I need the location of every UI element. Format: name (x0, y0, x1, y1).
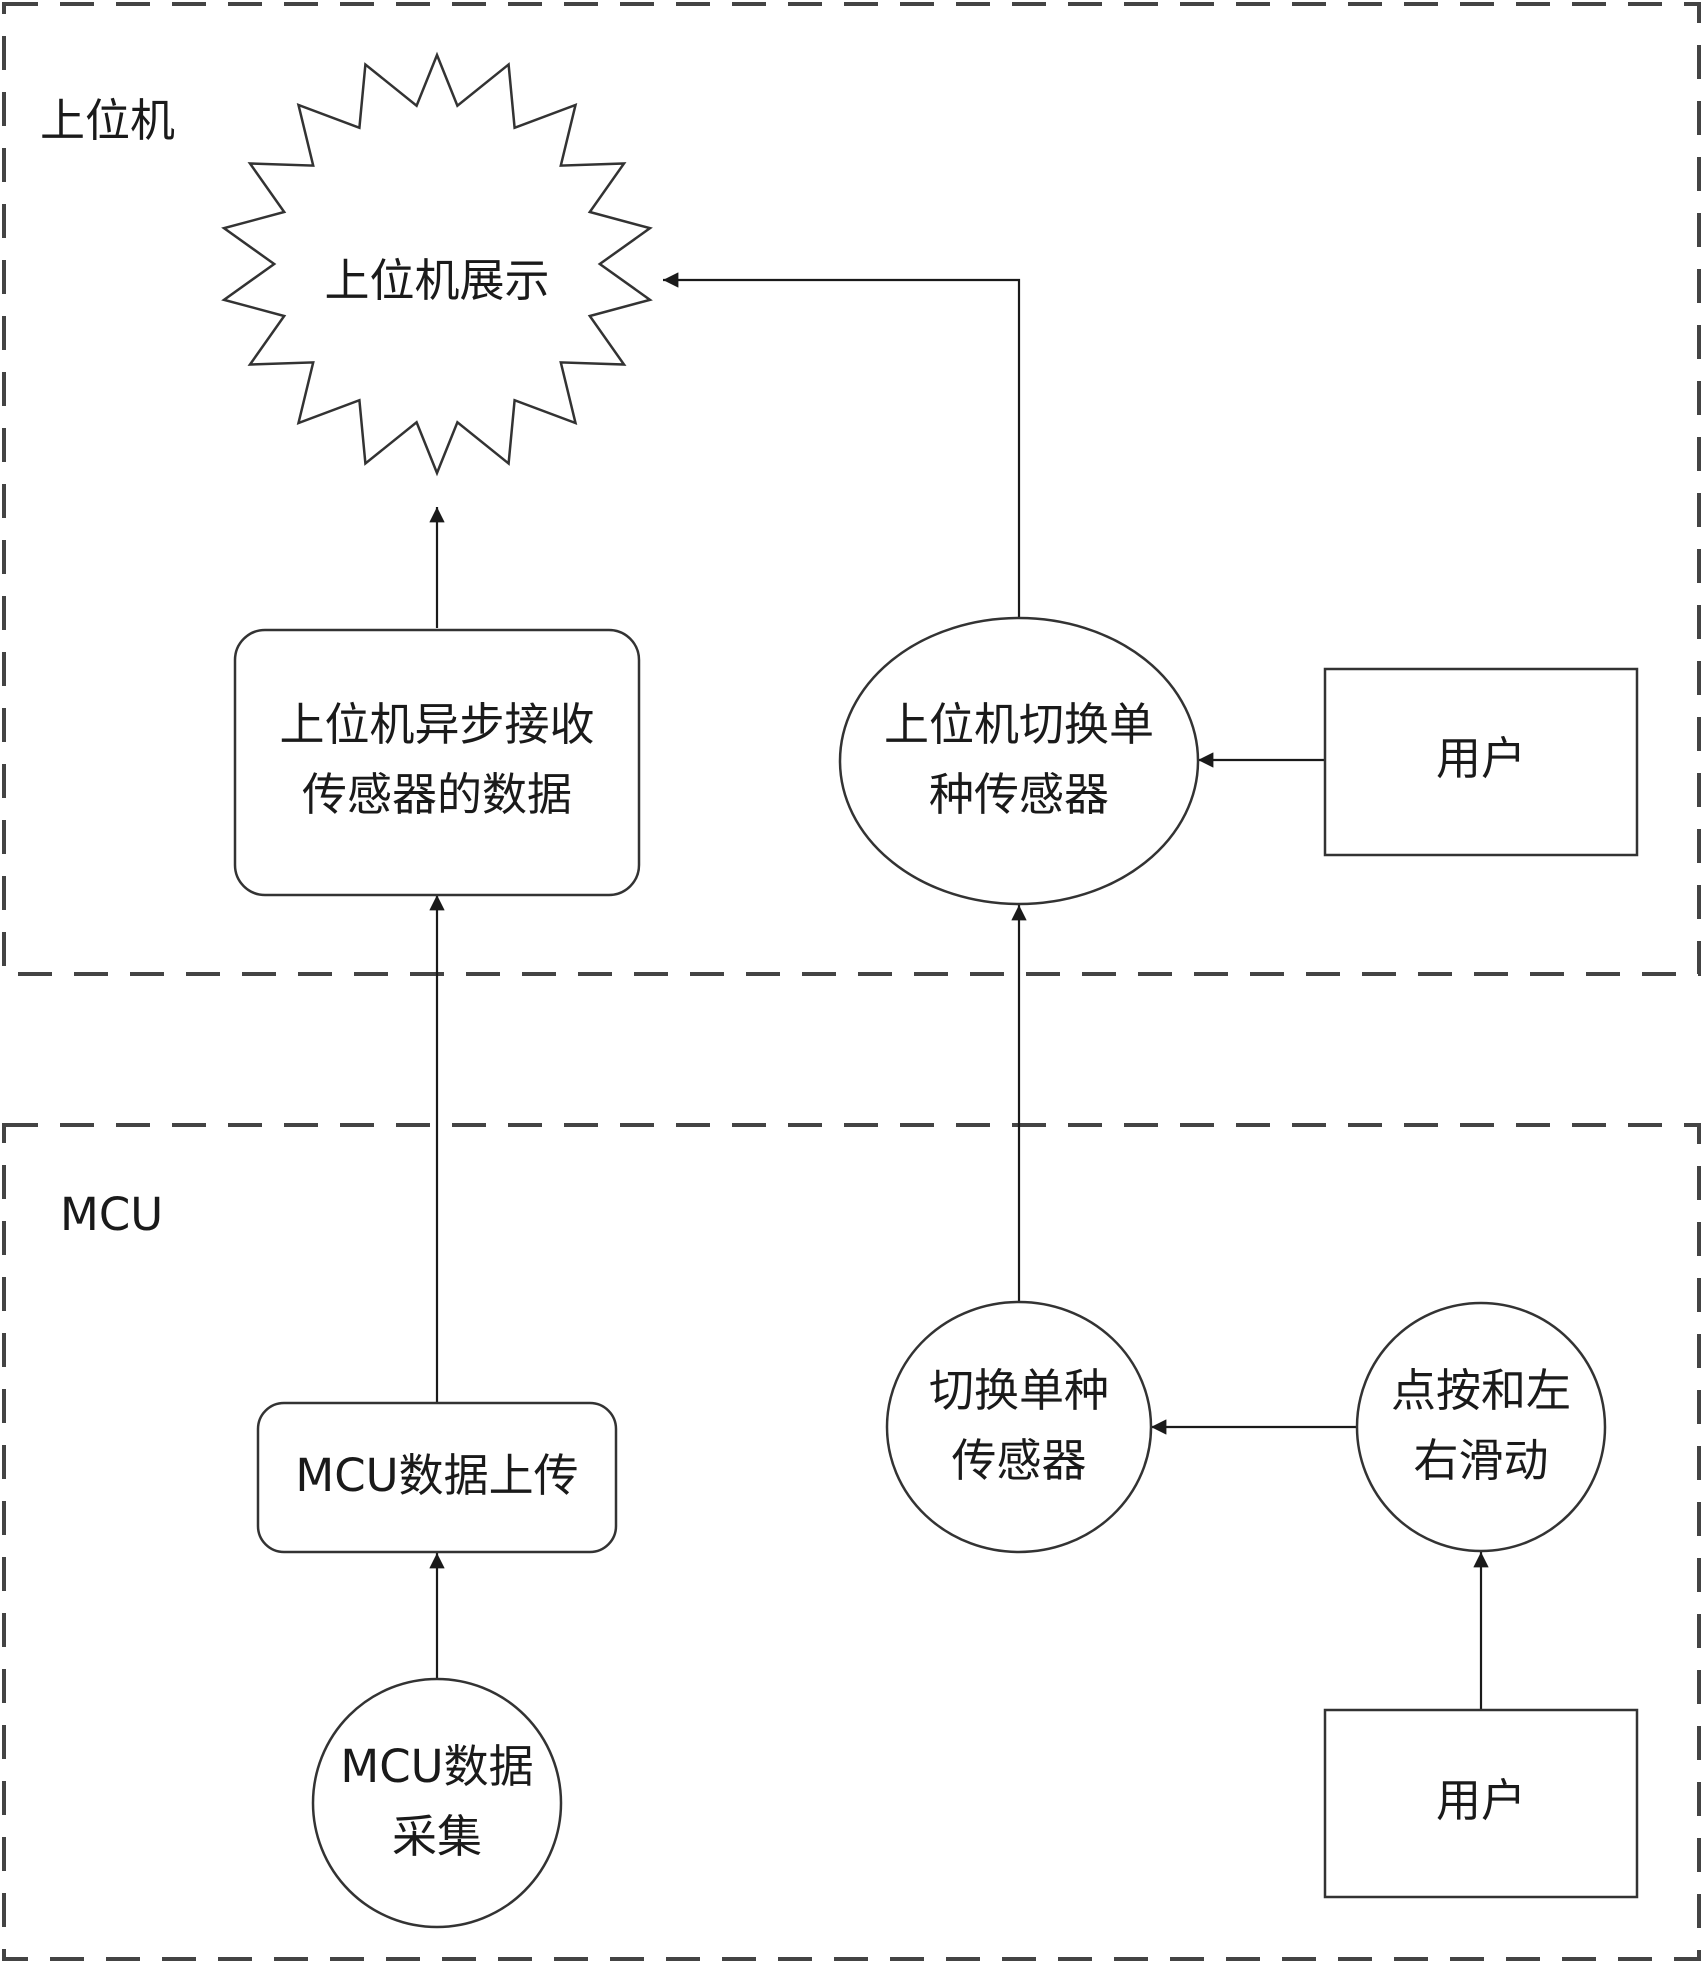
node-mcu-switch-sensor: 切换单种 传感器 (885, 1300, 1153, 1554)
node-user-mcu: 用户 (1323, 1708, 1639, 1899)
host-async-receive-line-2: 传感器的数据 (302, 768, 572, 821)
node-mcu-upload: MCU数据上传 (256, 1401, 618, 1554)
region-mcu-border (2, 1123, 1701, 1961)
mcu-upload-label: MCU数据上传 (295, 1449, 578, 1502)
host-async-receive-line-1: 上位机异步接收 (279, 698, 594, 751)
edge-switch-to-display (663, 272, 1021, 617)
circle-shape (885, 1300, 1153, 1554)
user-mcu-label: 用户 (1436, 1774, 1526, 1827)
node-mcu-collect: MCU数据 采集 (311, 1677, 563, 1929)
starburst-shape (221, 51, 653, 477)
host-switch-sensor-line-2: 种传感器 (929, 768, 1109, 821)
node-host-switch-sensor: 上位机切换单 种传感器 (838, 616, 1200, 906)
node-host-display: 上位机展示 (221, 51, 653, 477)
node-user-host: 用户 (1323, 667, 1639, 857)
mcu-switch-sensor-line-1: 切换单种 (929, 1364, 1109, 1417)
node-host-async-receive: 上位机异步接收 传感器的数据 (233, 628, 641, 897)
tap-swipe-line-1: 点按和左 (1391, 1364, 1571, 1417)
rounded-rect-shape (233, 628, 641, 897)
user-host-label: 用户 (1436, 732, 1526, 785)
mcu-switch-sensor-line-2: 传感器 (951, 1434, 1086, 1487)
mcu-collect-line-2: 采集 (392, 1810, 482, 1863)
edges (429, 272, 1489, 1710)
rounded-rect-shape (256, 1401, 618, 1554)
mcu-collect-line-1: MCU数据 (340, 1740, 533, 1793)
region-host-border (2, 2, 1701, 976)
circle-shape (1355, 1301, 1607, 1553)
host-switch-sensor-line-1: 上位机切换单 (884, 698, 1154, 751)
region-mcu: MCU (2, 1123, 1701, 1961)
node-tap-swipe: 点按和左 右滑动 (1355, 1301, 1607, 1553)
tap-swipe-line-2: 右滑动 (1413, 1434, 1548, 1487)
region-mcu-label: MCU (60, 1188, 163, 1241)
host-display-label: 上位机展示 (324, 254, 549, 307)
circle-shape (311, 1677, 563, 1929)
rect-shape (1323, 667, 1639, 857)
rect-shape (1323, 1708, 1639, 1899)
region-host: 上位机 (2, 2, 1701, 976)
region-host-label: 上位机 (40, 94, 175, 147)
ellipse-shape (838, 616, 1200, 906)
